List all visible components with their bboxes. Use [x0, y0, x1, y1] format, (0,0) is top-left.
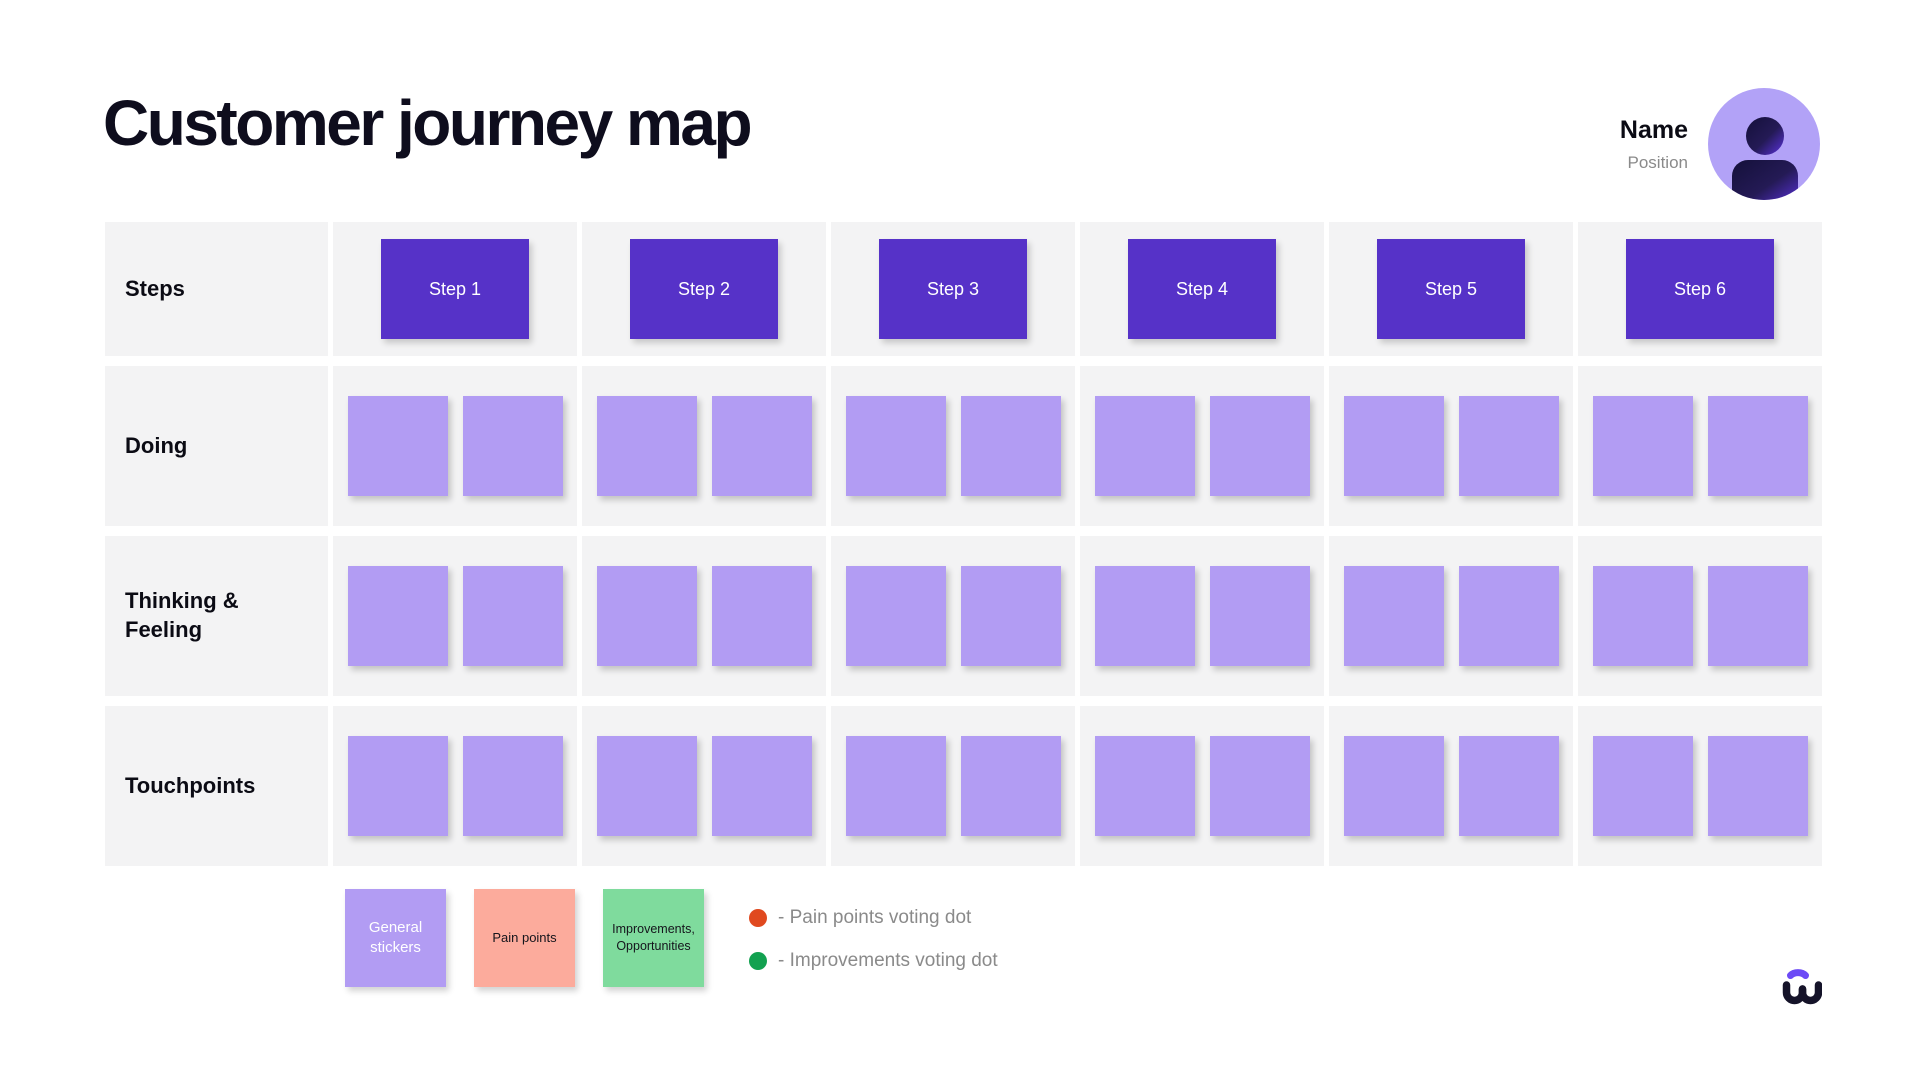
- pain-voting-dot-icon[interactable]: [749, 909, 767, 927]
- voting-label: - Improvements voting dot: [778, 950, 998, 971]
- step-button-1[interactable]: Step 1: [381, 239, 529, 339]
- improvements-voting-dot-icon[interactable]: [749, 952, 767, 970]
- sticky-note[interactable]: [1209, 736, 1310, 836]
- sticky-note[interactable]: [1592, 566, 1693, 666]
- voting-label: - Pain points voting dot: [778, 907, 972, 928]
- legend-sticker-general[interactable]: General stickers: [345, 889, 446, 987]
- doing-cell-2: [582, 366, 826, 526]
- sticky-note[interactable]: [1343, 566, 1444, 666]
- sticky-note[interactable]: [596, 736, 697, 836]
- sticky-note[interactable]: [1343, 736, 1444, 836]
- step-button-6[interactable]: Step 6: [1626, 239, 1774, 339]
- journey-grid: Steps Step 1 Step 2 Step 3 Step 4 Step 5…: [105, 222, 1822, 866]
- voting-row-pain: - Pain points voting dot: [749, 905, 998, 931]
- sticky-note[interactable]: [347, 566, 448, 666]
- legend-sticker-improvements[interactable]: Improvements, Opportunities: [603, 889, 704, 987]
- legend-stickers: General stickers Pain points Improvement…: [345, 889, 704, 987]
- row-label: Steps: [125, 275, 185, 301]
- step-button-5[interactable]: Step 5: [1377, 239, 1525, 339]
- sticky-note[interactable]: [960, 566, 1061, 666]
- thinking-cell-2: [582, 536, 826, 696]
- sticky-note[interactable]: [462, 736, 563, 836]
- sticky-note[interactable]: [1209, 566, 1310, 666]
- sticky-note[interactable]: [1094, 566, 1195, 666]
- touchpoints-cell-4: [1080, 706, 1324, 866]
- avatar[interactable]: [1708, 88, 1820, 200]
- doing-cell-5: [1329, 366, 1573, 526]
- doing-cell-1: [333, 366, 577, 526]
- row-label: Touchpoints: [125, 772, 256, 798]
- thinking-cell-1: [333, 536, 577, 696]
- sticky-note[interactable]: [596, 396, 697, 496]
- sticky-note[interactable]: [1707, 566, 1808, 666]
- sticky-note[interactable]: [596, 566, 697, 666]
- sticky-note[interactable]: [960, 736, 1061, 836]
- sticky-note[interactable]: [711, 396, 812, 496]
- sticky-note[interactable]: [347, 736, 448, 836]
- step-button-2[interactable]: Step 2: [630, 239, 778, 339]
- sticky-note[interactable]: [347, 396, 448, 496]
- step-button-3[interactable]: Step 3: [879, 239, 1027, 339]
- page-title: Customer journey map: [103, 87, 753, 159]
- sticky-note[interactable]: [960, 396, 1061, 496]
- sticky-note[interactable]: [845, 396, 946, 496]
- row-label: Thinking & Feeling: [125, 588, 239, 642]
- sticky-note[interactable]: [1209, 396, 1310, 496]
- sticky-note[interactable]: [1592, 736, 1693, 836]
- steps-cell-1: Step 1: [333, 222, 577, 356]
- thinking-cell-3: [831, 536, 1075, 696]
- row-header-touchpoints: Touchpoints: [105, 706, 328, 866]
- steps-cell-4: Step 4: [1080, 222, 1324, 356]
- sticky-note[interactable]: [462, 566, 563, 666]
- sticky-note[interactable]: [1458, 736, 1559, 836]
- sticky-note[interactable]: [1592, 396, 1693, 496]
- sticky-note[interactable]: [1707, 396, 1808, 496]
- legend-sticker-pain-points[interactable]: Pain points: [474, 889, 575, 987]
- voting-legend: - Pain points voting dot - Improvements …: [749, 905, 998, 974]
- steps-cell-3: Step 3: [831, 222, 1075, 356]
- row-label: Doing: [125, 432, 188, 458]
- sticky-note[interactable]: [462, 396, 563, 496]
- step-button-4[interactable]: Step 4: [1128, 239, 1276, 339]
- sticky-note[interactable]: [845, 736, 946, 836]
- doing-cell-6: [1578, 366, 1822, 526]
- profile-block: Name Position: [1608, 88, 1820, 200]
- profile-name[interactable]: Name: [1619, 115, 1688, 144]
- touchpoints-cell-5: [1329, 706, 1573, 866]
- steps-cell-5: Step 5: [1329, 222, 1573, 356]
- touchpoints-cell-3: [831, 706, 1075, 866]
- doing-cell-4: [1080, 366, 1324, 526]
- steps-cell-6: Step 6: [1578, 222, 1822, 356]
- person-icon: [1708, 88, 1820, 200]
- doing-cell-3: [831, 366, 1075, 526]
- row-header-thinking-feeling: Thinking & Feeling: [105, 536, 328, 696]
- row-header-steps: Steps: [105, 222, 328, 356]
- touchpoints-cell-6: [1578, 706, 1822, 866]
- sticky-note[interactable]: [711, 566, 812, 666]
- sticky-note[interactable]: [1094, 736, 1195, 836]
- sticky-note[interactable]: [1458, 566, 1559, 666]
- touchpoints-cell-2: [582, 706, 826, 866]
- steps-cell-2: Step 2: [582, 222, 826, 356]
- voting-row-improvements: - Improvements voting dot: [749, 948, 998, 974]
- profile-position[interactable]: Position: [1627, 152, 1688, 172]
- sticky-note[interactable]: [1458, 396, 1559, 496]
- touchpoints-cell-1: [333, 706, 577, 866]
- sticky-note[interactable]: [1343, 396, 1444, 496]
- sticky-note[interactable]: [1707, 736, 1808, 836]
- profile-text: Name Position: [1608, 116, 1688, 173]
- brand-logo-icon: [1774, 964, 1823, 1012]
- row-header-doing: Doing: [105, 366, 328, 526]
- thinking-cell-6: [1578, 536, 1822, 696]
- sticky-note[interactable]: [845, 566, 946, 666]
- thinking-cell-5: [1329, 536, 1573, 696]
- thinking-cell-4: [1080, 536, 1324, 696]
- sticky-note[interactable]: [711, 736, 812, 836]
- sticky-note[interactable]: [1094, 396, 1195, 496]
